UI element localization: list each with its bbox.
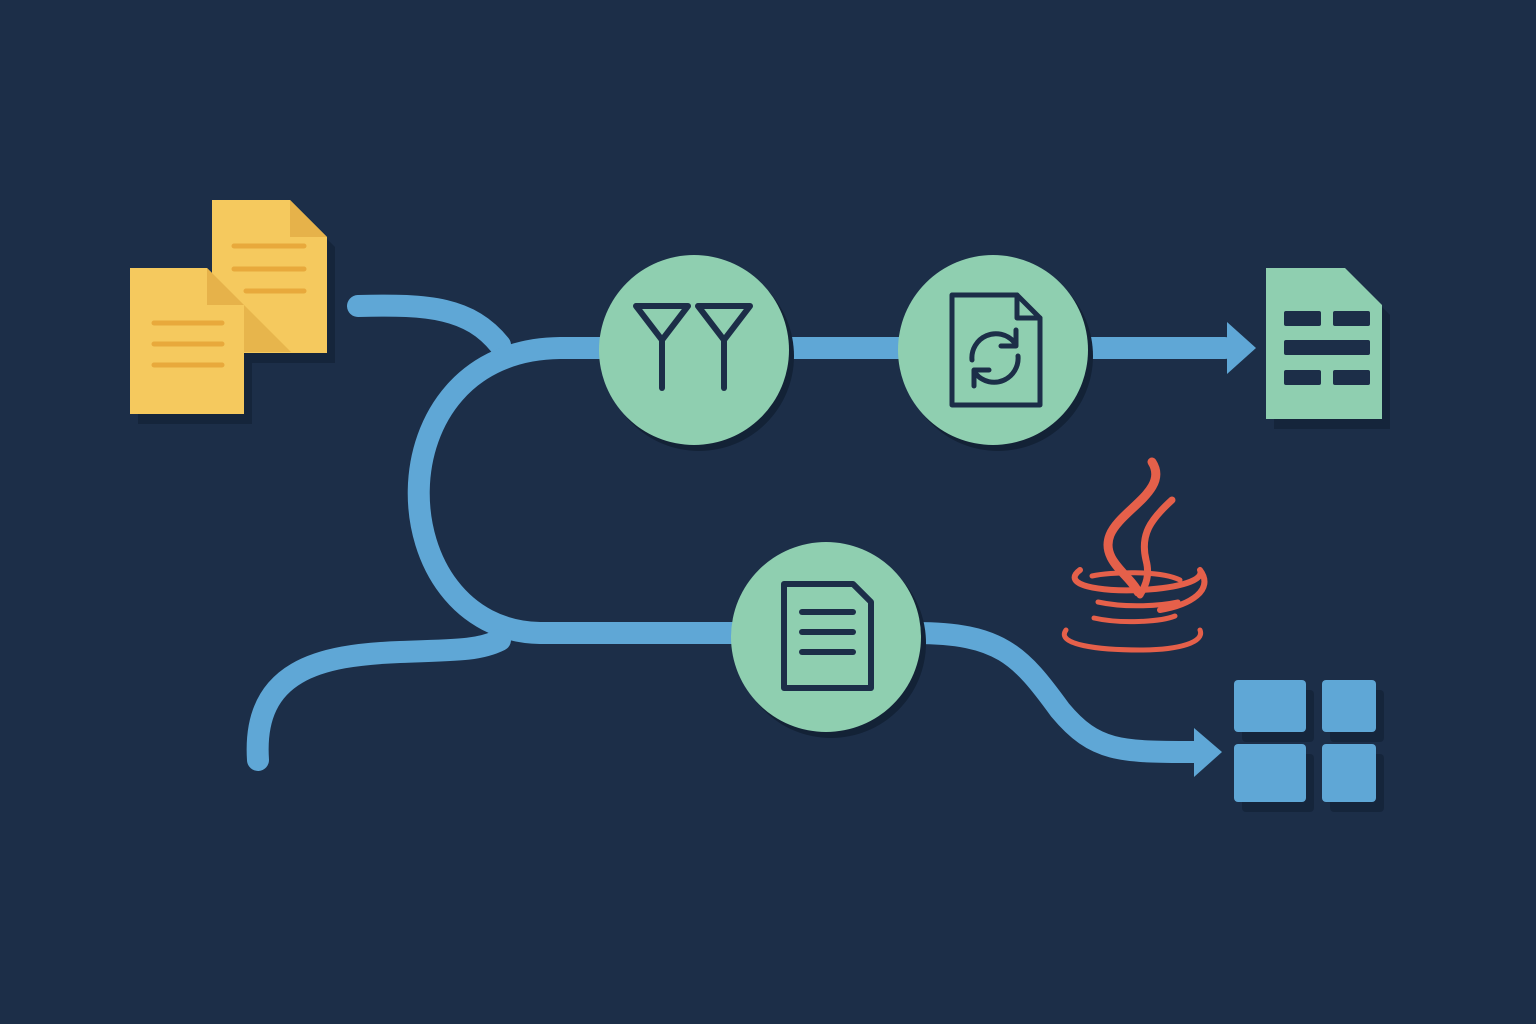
document-text-icon xyxy=(781,581,874,691)
java-logo-icon xyxy=(1061,457,1208,653)
arrowhead-bottom-right xyxy=(1194,728,1222,777)
node-document-convert xyxy=(898,255,1093,451)
document-convert-icon xyxy=(949,292,1043,408)
documents-stack-icon xyxy=(130,200,335,424)
node-split-filter xyxy=(599,255,794,451)
flow-bottom-right xyxy=(904,622,1206,763)
flow-input-curve xyxy=(347,294,511,356)
flow-lower-left xyxy=(246,629,511,771)
split-filter-icon xyxy=(633,303,753,391)
node-document-text xyxy=(731,542,926,738)
spreadsheet-document-icon xyxy=(1266,268,1390,429)
grid-tiles-icon xyxy=(1234,680,1384,812)
arrowhead-top-right xyxy=(1227,322,1256,374)
flow-main-loop xyxy=(407,337,751,644)
